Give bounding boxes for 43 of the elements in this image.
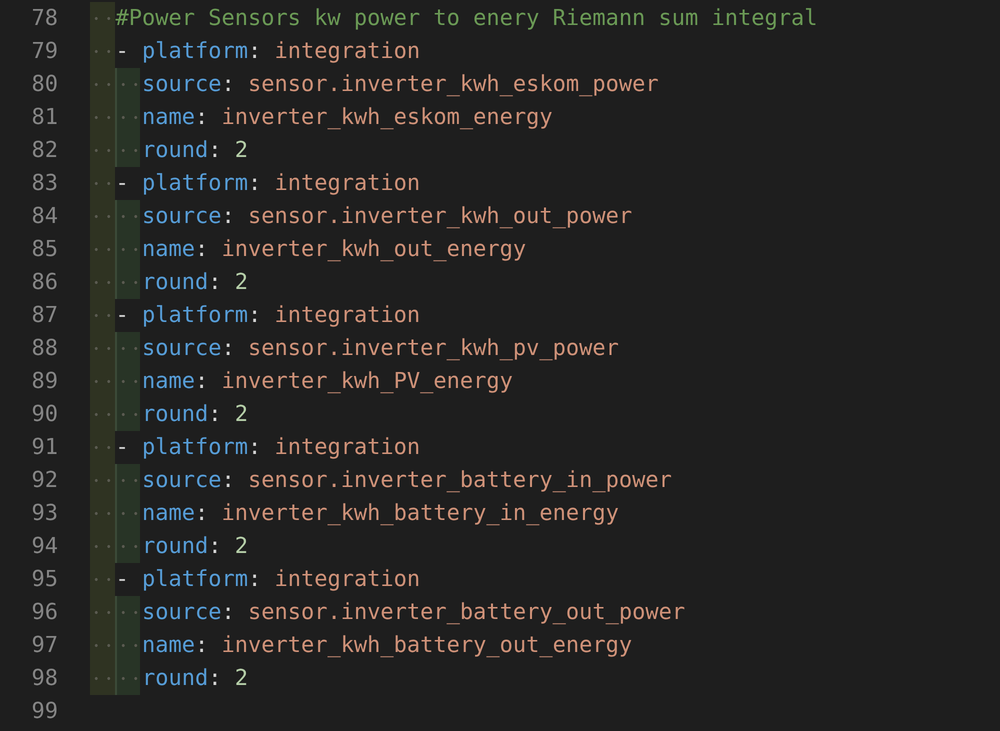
line-number: 81 — [30, 104, 58, 132]
line-number: 93 — [30, 500, 58, 528]
line-number: 78 — [30, 5, 58, 33]
code-line: name: inverter_kwh_PV_energy — [142, 368, 513, 396]
code-line: source: sensor.inverter_kwh_pv_power — [142, 335, 619, 363]
line-number: 88 — [30, 335, 58, 363]
code-line: name: inverter_kwh_battery_in_energy — [142, 500, 619, 528]
code-line: round: 2 — [142, 401, 248, 429]
code-line: - platform: integration — [116, 566, 420, 594]
code-line: name: inverter_kwh_battery_out_energy — [142, 632, 632, 660]
line-number: 86 — [30, 269, 58, 297]
code-line: round: 2 — [142, 533, 248, 561]
line-number: 87 — [30, 302, 58, 330]
line-number: 83 — [30, 170, 58, 198]
code-line: - platform: integration — [116, 170, 420, 198]
line-number: 94 — [30, 533, 58, 561]
code-line: round: 2 — [142, 137, 248, 165]
line-number: 85 — [30, 236, 58, 264]
code-line: - platform: integration — [116, 302, 420, 330]
line-number: 96 — [30, 599, 58, 627]
line-number: 79 — [30, 38, 58, 66]
line-number: 99 — [30, 698, 58, 726]
line-number: 97 — [30, 632, 58, 660]
line-number: 90 — [30, 401, 58, 429]
code-line: source: sensor.inverter_battery_out_power — [142, 599, 686, 627]
code-line: source: sensor.inverter_kwh_out_power — [142, 203, 632, 231]
code-line: source: sensor.inverter_battery_in_power — [142, 467, 672, 495]
line-number: 84 — [30, 203, 58, 231]
code-comment: #Power Sensors kw power to enery Riemann sum integral — [116, 5, 818, 33]
code-line: name: inverter_kwh_eskom_energy — [142, 104, 553, 132]
line-number: 98 — [30, 665, 58, 693]
code-line: round: 2 — [142, 665, 248, 693]
code-line: source: sensor.inverter_kwh_eskom_power — [142, 71, 659, 99]
code-line: - platform: integration — [116, 38, 420, 66]
line-number: 95 — [30, 566, 58, 594]
code-line: round: 2 — [142, 269, 248, 297]
line-number: 92 — [30, 467, 58, 495]
code-line: name: inverter_kwh_out_energy — [142, 236, 526, 264]
line-number: 80 — [30, 71, 58, 99]
line-number: 82 — [30, 137, 58, 165]
line-number: 89 — [30, 368, 58, 396]
code-line: - platform: integration — [116, 434, 420, 462]
line-number: 91 — [30, 434, 58, 462]
